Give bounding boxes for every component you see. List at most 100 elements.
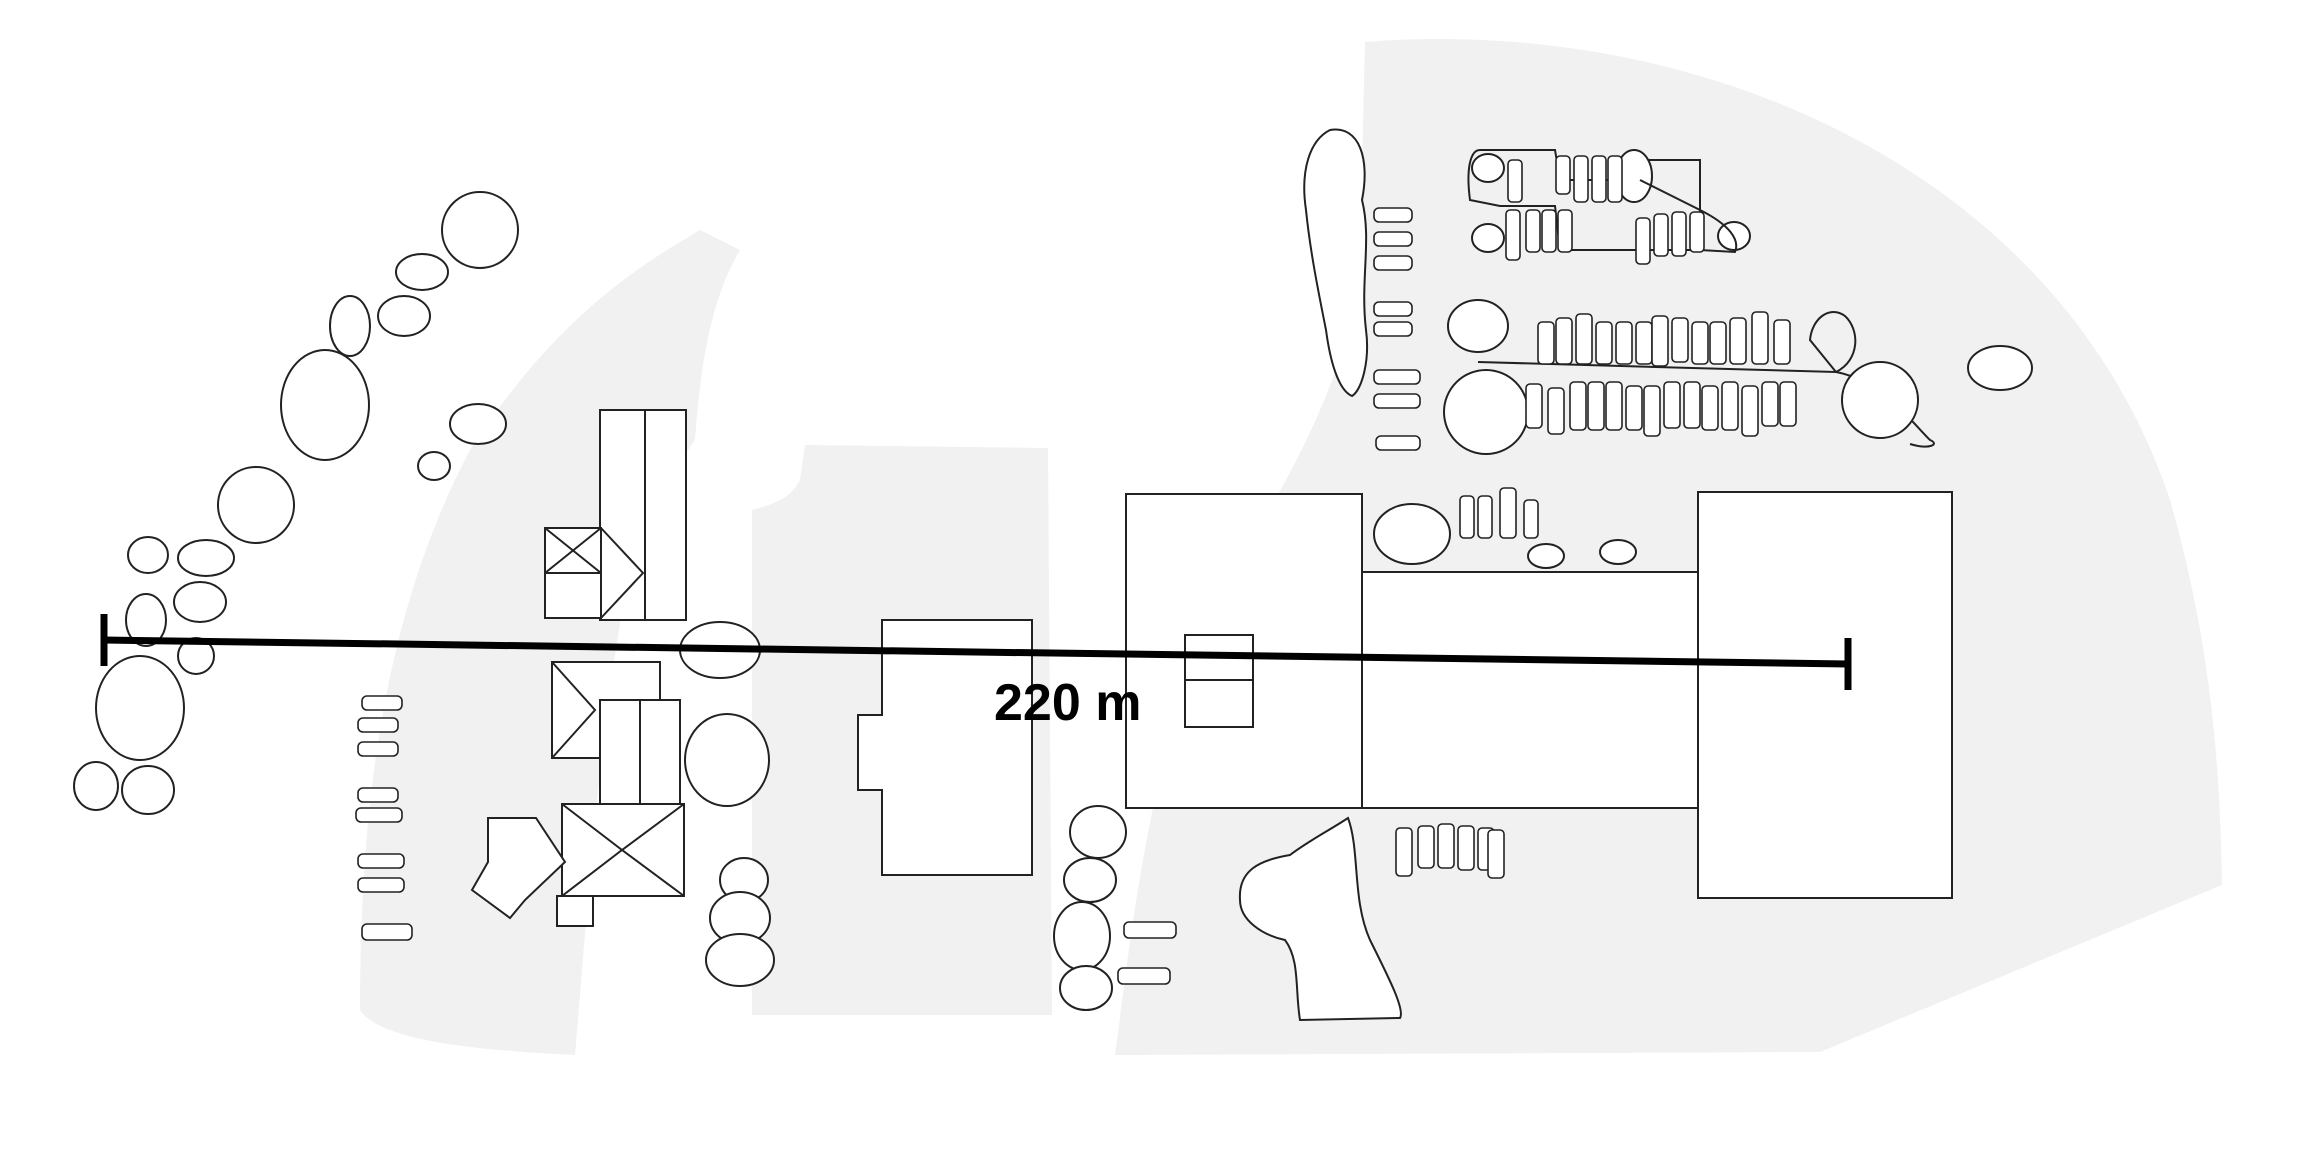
car xyxy=(1605,381,1623,431)
tree-group-south-middle xyxy=(1053,805,1177,1011)
car xyxy=(1525,383,1543,429)
car xyxy=(1373,393,1421,409)
tree xyxy=(125,593,167,647)
tree xyxy=(127,536,169,574)
car xyxy=(1477,495,1493,539)
car xyxy=(1555,155,1571,195)
tree xyxy=(95,655,185,761)
tree xyxy=(1238,816,1402,1022)
tree xyxy=(173,581,227,623)
car xyxy=(1373,369,1421,385)
car xyxy=(1575,313,1593,365)
car xyxy=(1779,381,1797,427)
car xyxy=(1537,321,1555,365)
tree xyxy=(395,253,449,291)
car xyxy=(1663,381,1681,429)
car xyxy=(1701,385,1719,431)
tree xyxy=(684,713,770,807)
car xyxy=(1671,211,1687,257)
car xyxy=(357,877,405,893)
tree xyxy=(1063,857,1117,903)
building xyxy=(857,619,1033,876)
car xyxy=(1373,321,1413,337)
car xyxy=(1741,385,1759,437)
car xyxy=(1557,209,1573,253)
parking-lot-north-2-cars xyxy=(1525,311,1797,437)
building-cluster-west xyxy=(470,409,687,927)
car xyxy=(1751,311,1769,365)
tree xyxy=(1527,543,1565,569)
car xyxy=(357,853,405,869)
tree xyxy=(1447,299,1509,353)
car xyxy=(357,787,399,803)
car xyxy=(1573,155,1589,203)
car xyxy=(1773,319,1791,365)
car xyxy=(1615,321,1633,365)
car xyxy=(1117,967,1171,985)
building xyxy=(599,409,687,621)
car xyxy=(357,741,399,757)
car xyxy=(1123,921,1177,939)
tree xyxy=(705,933,775,987)
car xyxy=(1607,155,1623,203)
car xyxy=(1761,381,1779,427)
car xyxy=(361,695,403,711)
car xyxy=(1525,209,1541,253)
building xyxy=(1361,571,1699,809)
tree xyxy=(377,295,431,337)
tree xyxy=(417,451,451,481)
tree xyxy=(1069,805,1127,859)
tree xyxy=(1053,901,1111,971)
car xyxy=(1595,321,1613,365)
car xyxy=(1437,823,1455,869)
scale-bar-line xyxy=(103,636,1849,668)
parking-lot-north-2 xyxy=(1443,299,2033,455)
car xyxy=(1643,385,1661,437)
tree xyxy=(121,765,175,815)
car xyxy=(1373,255,1413,271)
tree-line-west xyxy=(73,191,519,815)
car xyxy=(1541,209,1557,253)
car xyxy=(1587,381,1605,431)
tree xyxy=(73,761,119,811)
car xyxy=(1457,825,1475,871)
parking-west xyxy=(355,695,413,941)
building-middle xyxy=(857,619,1033,876)
tree xyxy=(280,349,370,461)
car xyxy=(1625,385,1643,431)
building xyxy=(1697,491,1953,899)
car xyxy=(1395,827,1413,877)
tree xyxy=(329,295,371,357)
car xyxy=(1523,499,1539,539)
car xyxy=(1689,211,1705,253)
car xyxy=(1487,829,1505,879)
tree xyxy=(177,539,235,577)
tree xyxy=(1443,369,1529,455)
car xyxy=(1635,217,1651,265)
car xyxy=(1375,435,1421,451)
tree xyxy=(1471,223,1505,253)
car xyxy=(1729,317,1747,365)
tree xyxy=(1841,361,1919,439)
tree xyxy=(441,191,519,269)
tree xyxy=(449,403,507,445)
scale-bar: 220 m xyxy=(100,614,1852,732)
car xyxy=(361,923,413,941)
parking-north-column xyxy=(1373,207,1539,539)
car xyxy=(1653,213,1669,257)
tree xyxy=(1373,503,1451,565)
scale-bar-label: 220 m xyxy=(994,674,1141,732)
car xyxy=(355,807,403,823)
car xyxy=(1635,321,1653,365)
tree xyxy=(1599,539,1637,565)
building-complex-east xyxy=(1125,491,1953,899)
tree xyxy=(1471,153,1505,183)
car xyxy=(1683,381,1701,429)
tree-strip-north xyxy=(1303,128,1637,569)
car xyxy=(1499,487,1517,539)
car xyxy=(1373,231,1413,247)
car xyxy=(1459,495,1475,539)
car xyxy=(1709,321,1727,365)
car xyxy=(1691,321,1709,365)
tree xyxy=(1967,345,2033,391)
